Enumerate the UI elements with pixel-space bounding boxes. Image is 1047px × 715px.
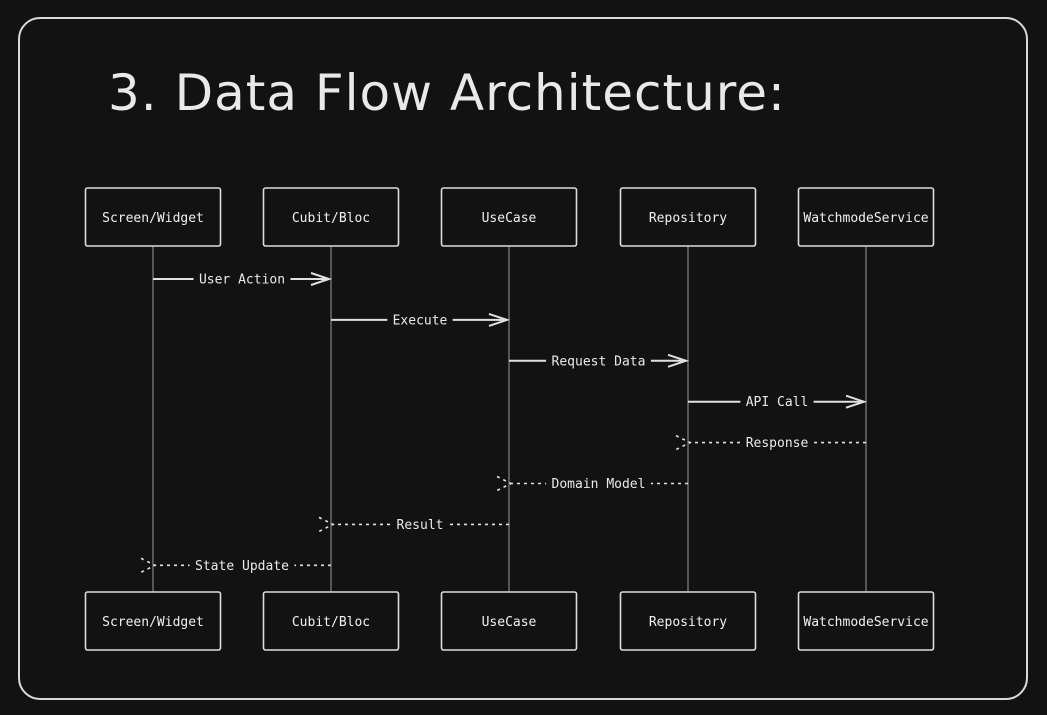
message-label: Domain Model	[552, 477, 646, 492]
participant-label: Screen/Widget	[102, 211, 204, 226]
participant-top-screen-widget: Screen/Widget	[84, 187, 222, 247]
message-label-bg	[387, 310, 453, 329]
participant-label: WatchmodeService	[803, 211, 928, 226]
message-label: Response	[746, 436, 809, 451]
arrowhead	[496, 475, 513, 492]
participant-bottom-usecase: UseCase	[440, 591, 578, 651]
message-state-update: State Update	[140, 556, 331, 575]
message-domain-model: Domain Model	[496, 474, 688, 493]
message-label-bg	[740, 392, 814, 411]
message-label: Result	[397, 518, 444, 533]
message-result: Result	[318, 515, 509, 534]
participant-label: Repository	[649, 211, 727, 226]
participant-bottom-watchmodeservice: WatchmodeService	[797, 591, 935, 651]
message-user-action: User Action	[153, 270, 333, 288]
participant-bottom-cubit-bloc: Cubit/Bloc	[262, 591, 400, 651]
participant-label: Cubit/Bloc	[292, 211, 370, 226]
participant-label: UseCase	[482, 211, 537, 226]
diagram-frame	[18, 17, 1028, 700]
participant-label: Cubit/Bloc	[292, 615, 370, 630]
participant-box	[440, 187, 578, 247]
message-label: User Action	[199, 273, 285, 288]
message-execute: Execute	[331, 310, 511, 329]
participant-box	[262, 591, 400, 651]
participant-box	[84, 187, 222, 247]
participant-box	[262, 187, 400, 247]
message-label-bg	[189, 556, 295, 575]
participant-label: WatchmodeService	[803, 615, 928, 630]
participant-box	[619, 591, 757, 651]
participant-bottom-repository: Repository	[619, 591, 757, 651]
message-api-call: API Call	[688, 392, 868, 411]
arrowhead	[845, 394, 868, 409]
participant-top-repository: Repository	[619, 187, 757, 247]
participant-top-watchmodeservice: WatchmodeService	[797, 187, 935, 247]
participant-box	[440, 591, 578, 651]
arrowhead	[667, 353, 690, 368]
message-label-bg	[740, 433, 814, 452]
arrowhead	[488, 312, 511, 327]
message-label: API Call	[746, 395, 809, 410]
message-label-bg	[546, 351, 651, 370]
message-label-bg	[193, 270, 291, 288]
participant-box	[619, 187, 757, 247]
participant-bottom-screen-widget: Screen/Widget	[84, 591, 222, 651]
participant-box	[797, 187, 935, 247]
participant-label: UseCase	[482, 615, 537, 630]
participant-label: Repository	[649, 615, 727, 630]
participant-label: Screen/Widget	[102, 615, 204, 630]
message-response: Response	[675, 433, 866, 452]
message-label: Execute	[393, 313, 448, 328]
participant-top-cubit-bloc: Cubit/Bloc	[262, 187, 400, 247]
message-label-bg	[546, 474, 651, 493]
message-request-data: Request Data	[509, 351, 690, 370]
arrowhead	[675, 434, 692, 451]
message-label-bg	[391, 515, 449, 534]
arrowhead	[310, 272, 333, 286]
arrowhead	[318, 516, 335, 533]
participant-box	[797, 591, 935, 651]
message-label: Request Data	[552, 354, 646, 369]
arrowhead	[140, 557, 157, 574]
diagram-title: 3. Data Flow Architecture:	[108, 64, 786, 122]
participant-box	[84, 591, 222, 651]
message-label: State Update	[195, 559, 289, 574]
participant-top-usecase: UseCase	[440, 187, 578, 247]
